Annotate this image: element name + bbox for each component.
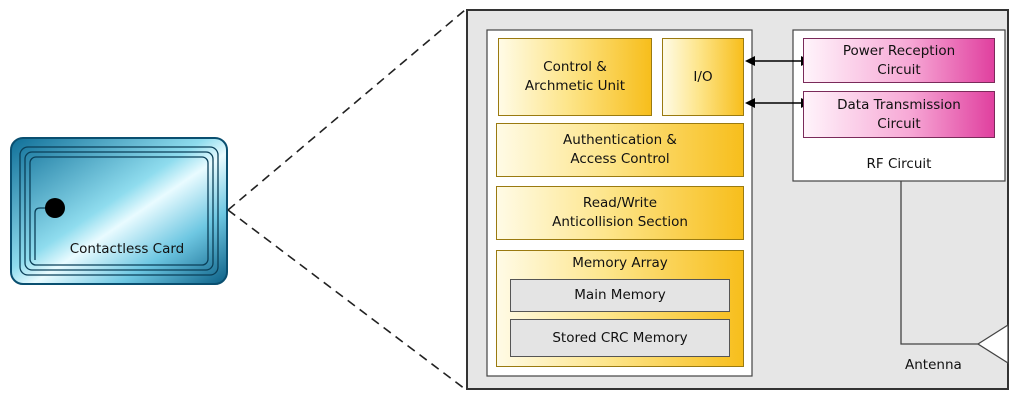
card-label: Contactless Card <box>69 241 185 257</box>
data-transmission-circuit-block: Data Transmission Circuit <box>803 91 995 138</box>
control-arithmetic-unit-block: Control & Archmetic Unit <box>498 38 652 116</box>
zoom-line-bottom <box>227 209 466 390</box>
card-coil-outer <box>19 146 219 276</box>
card-coil-lead <box>34 207 52 260</box>
authentication-access-control-block: Authentication & Access Control <box>496 123 744 177</box>
memory-array-block: Memory Array Main Memory Stored CRC Memo… <box>496 250 744 367</box>
zoom-line-top <box>227 9 466 211</box>
contactless-card <box>10 137 228 285</box>
card-coil-inner <box>29 156 209 266</box>
power-reception-circuit-block: Power Reception Circuit <box>803 38 995 83</box>
card-chip-dot <box>45 198 65 218</box>
card-coil-middle <box>24 151 214 271</box>
io-block: I/O <box>662 38 744 116</box>
main-memory-block: Main Memory <box>510 279 730 312</box>
antenna-symbol <box>900 181 1009 365</box>
read-write-anticollision-block: Read/Write Anticollision Section <box>496 186 744 240</box>
card-body <box>10 137 228 285</box>
rf-circuit-label: RF Circuit <box>866 156 932 172</box>
antenna-label: Antenna <box>905 357 962 373</box>
stored-crc-memory-block: Stored CRC Memory <box>510 319 730 357</box>
memory-array-label: Memory Array <box>572 255 668 271</box>
